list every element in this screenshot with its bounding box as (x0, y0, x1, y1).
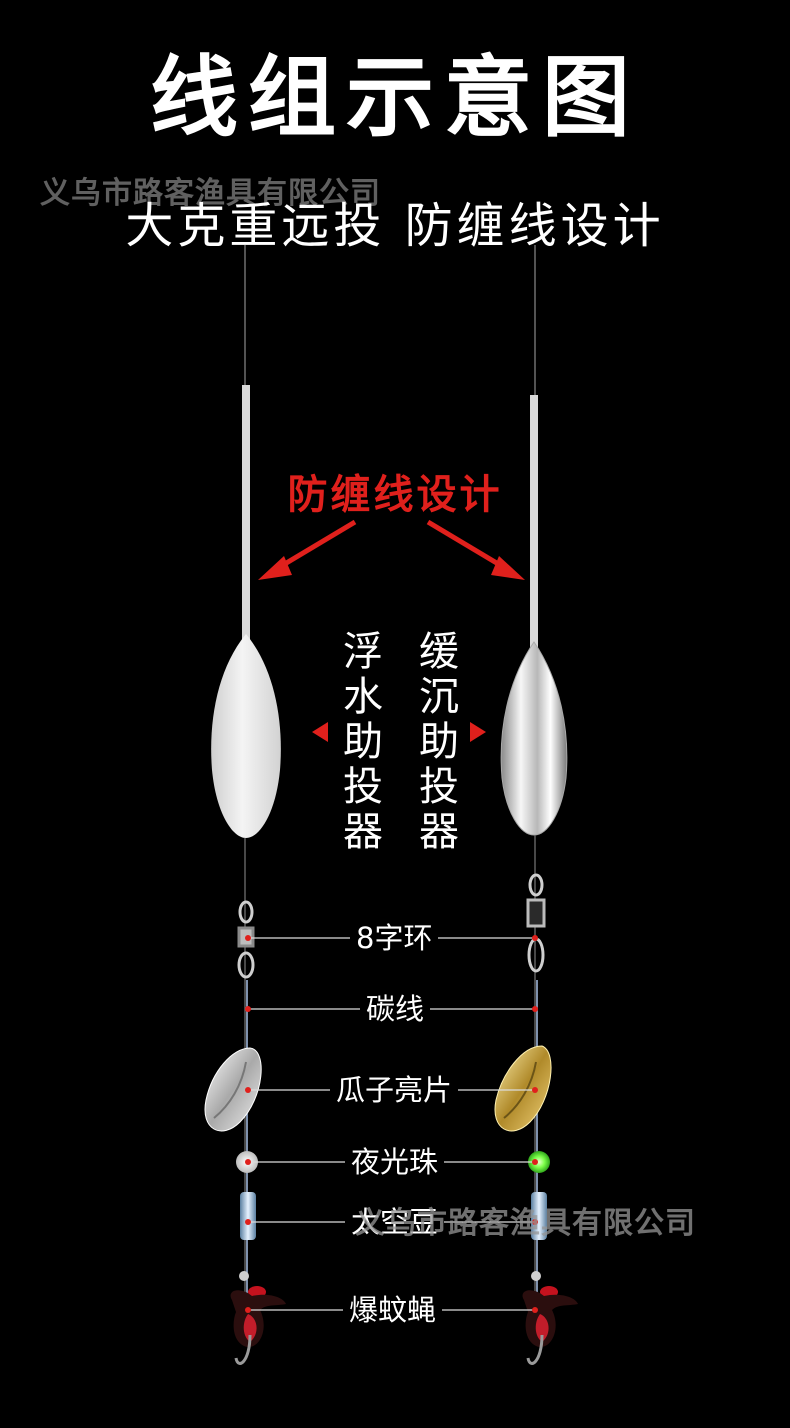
float-caster (211, 634, 281, 838)
part-label-swivel: 8字环 (350, 921, 439, 955)
part-label-carbon-line: 碳线 (360, 992, 431, 1026)
right-fly (522, 1271, 578, 1365)
float-caster-label: 浮 水 助 投 器 (343, 629, 383, 855)
sink-caster-label: 缓 沉 助 投 器 (419, 629, 459, 855)
right-swivel (526, 873, 546, 973)
left-space-bean (240, 1192, 256, 1240)
anti-tangle-callout: 防缠线设计 (287, 472, 503, 518)
callout-arrows (258, 519, 525, 580)
watermark-bottom: 义乌市路客渔具有限公司 (355, 1206, 696, 1241)
part-dots (245, 935, 538, 1313)
part-label-space-bean: 太空豆 (345, 1205, 445, 1239)
page-title: 线组示意图 (149, 46, 640, 149)
left-pointer (312, 722, 328, 742)
part-label-spoon: 瓜子亮片 (330, 1073, 459, 1107)
right-space-bean (531, 1192, 547, 1240)
part-label-glow-bead: 夜光珠 (345, 1145, 445, 1179)
sink-caster (500, 641, 568, 836)
left-fly (230, 1271, 286, 1365)
watermark-top: 义乌市路客渔具有限公司 (40, 176, 381, 211)
glow-bead (528, 1151, 550, 1173)
page-subtitle: 大克重远投 防缠线设计 (125, 198, 665, 254)
left-antitangle-tube (242, 385, 250, 647)
gold-spoon (494, 1045, 552, 1132)
silver-spoon (204, 1047, 262, 1132)
part-label-fly: 爆蚊蝇 (343, 1293, 443, 1327)
right-antitangle-tube (530, 395, 538, 651)
right-pointer (470, 722, 486, 742)
